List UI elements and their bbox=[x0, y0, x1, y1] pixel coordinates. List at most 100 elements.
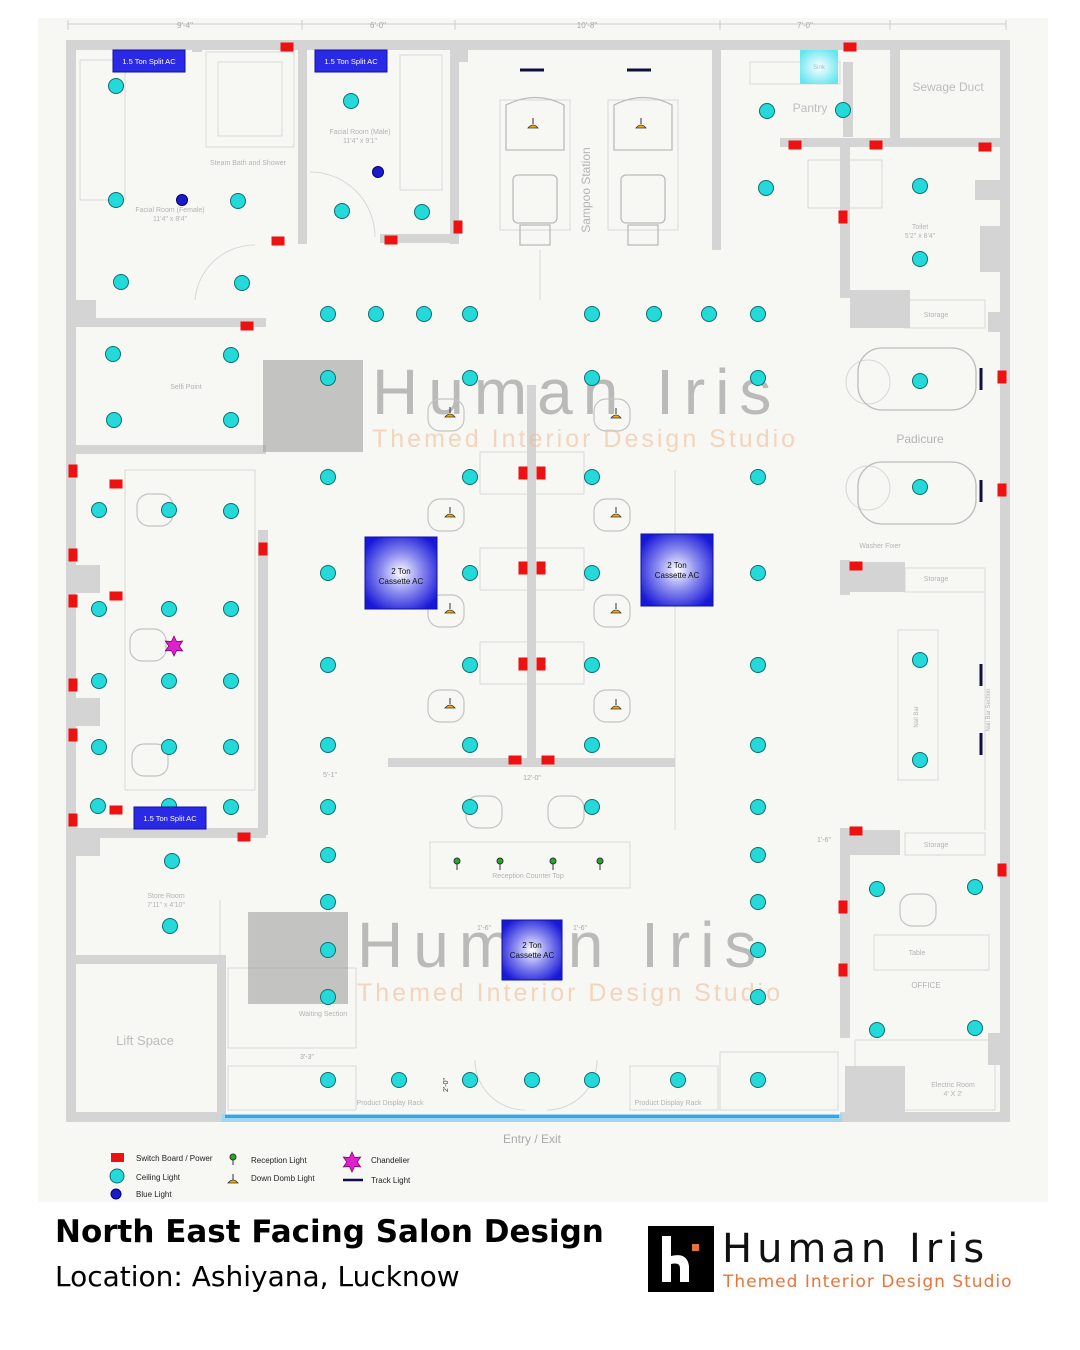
switch-board-swatch bbox=[111, 1153, 124, 1162]
door-swing bbox=[309, 171, 376, 238]
down-dome-light bbox=[635, 118, 647, 129]
watermark-tagline: Themed Interior Design Studio bbox=[372, 425, 798, 453]
blue-light-swatch bbox=[110, 1188, 122, 1200]
ceiling-light bbox=[320, 657, 336, 673]
switch-board bbox=[997, 370, 1007, 384]
chair bbox=[427, 594, 465, 628]
legend-label: Ceiling Light bbox=[136, 1173, 181, 1182]
ceiling-light bbox=[750, 847, 766, 863]
room-label: Storage bbox=[924, 842, 949, 849]
room-label: Storage bbox=[924, 576, 949, 583]
room-label: Washer Fixer bbox=[859, 543, 901, 550]
dim-text: 10'-8" bbox=[577, 21, 598, 30]
chair bbox=[427, 398, 465, 432]
ceiling-light bbox=[912, 373, 928, 389]
ceiling-light bbox=[161, 502, 177, 518]
ac-label: Cassette AC bbox=[379, 577, 424, 586]
ceiling-light bbox=[334, 203, 350, 219]
ceiling-light bbox=[230, 193, 246, 209]
reception-counter bbox=[429, 841, 631, 889]
switch-board bbox=[849, 826, 863, 836]
down-dome-light-swatch bbox=[227, 1179, 239, 1184]
split-ac: 1.5 Ton Split AC bbox=[112, 49, 186, 73]
ceiling-light bbox=[368, 306, 384, 322]
chair bbox=[427, 498, 465, 532]
ceiling-light bbox=[113, 274, 129, 290]
chair bbox=[547, 795, 585, 829]
legend: Switch Board / Power Ceiling Light Blue … bbox=[109, 1151, 411, 1200]
ceiling-light bbox=[462, 469, 478, 485]
blue-light bbox=[176, 194, 188, 206]
brand-tagline: Themed Interior Design Studio bbox=[723, 1272, 1013, 1292]
chair bbox=[899, 893, 937, 927]
ceiling-light bbox=[391, 1072, 407, 1088]
ceiling-light bbox=[584, 1072, 600, 1088]
sink-label: Sink bbox=[813, 65, 826, 71]
ac-label: 2 Ton bbox=[522, 941, 541, 950]
pedicure-chairs bbox=[857, 347, 977, 525]
ceiling-light bbox=[584, 370, 600, 386]
ceiling-light bbox=[320, 737, 336, 753]
ceiling-light bbox=[967, 879, 983, 895]
ceiling-light bbox=[750, 565, 766, 581]
room-label: 5'2" x 8'4" bbox=[905, 233, 936, 240]
ac-label: Cassette AC bbox=[510, 951, 555, 960]
footer-title: North East Facing Salon Design bbox=[55, 1214, 604, 1250]
room-label: Selfi Point bbox=[170, 384, 202, 391]
ceiling-light bbox=[750, 469, 766, 485]
room-label: Nail Bar Section bbox=[986, 688, 992, 731]
dim-text: 1'-6" bbox=[817, 837, 831, 844]
switch-board bbox=[68, 678, 78, 692]
ac-label: 2 Ton bbox=[391, 567, 410, 576]
nail-bar-table bbox=[897, 629, 939, 781]
ceiling-light bbox=[320, 989, 336, 1005]
room-label: Entry / Exit bbox=[503, 1132, 562, 1146]
switch-board bbox=[978, 142, 992, 152]
ceiling-light bbox=[161, 739, 177, 755]
ceiling-light bbox=[758, 180, 774, 196]
ceiling-light bbox=[105, 346, 121, 362]
ceiling-light bbox=[869, 1022, 885, 1038]
dim-text: 1'-6" bbox=[573, 925, 587, 932]
switch-board bbox=[788, 140, 802, 150]
ceiling-light bbox=[462, 306, 478, 322]
dim-text: 2'-0" bbox=[443, 1078, 450, 1092]
brand-logo-mark bbox=[648, 1226, 714, 1292]
dim-text: 5'-1" bbox=[323, 772, 337, 779]
ceiling-light bbox=[462, 370, 478, 386]
room-label: Product Display Rack bbox=[357, 1100, 424, 1107]
legend-label: Reception Light bbox=[251, 1156, 307, 1165]
room-label: Lift Space bbox=[116, 1033, 174, 1048]
ceiling-light-swatch bbox=[109, 1168, 125, 1184]
legend-label: Track Light bbox=[371, 1176, 411, 1185]
ceiling-light bbox=[164, 853, 180, 869]
ac-label: 2 Ton bbox=[667, 561, 686, 570]
down-dome-light bbox=[527, 118, 539, 129]
ceiling-light bbox=[584, 469, 600, 485]
ceiling-light bbox=[750, 306, 766, 322]
room-label: Electric Room bbox=[931, 1082, 975, 1089]
dim-text: 6'-0" bbox=[370, 21, 386, 30]
ceiling-light bbox=[750, 657, 766, 673]
reception-light-swatch bbox=[229, 1153, 237, 1161]
room-label: Reception Counter Top bbox=[492, 873, 564, 880]
chair bbox=[131, 743, 169, 777]
ceiling-light bbox=[462, 1072, 478, 1088]
down-dome-light bbox=[610, 507, 622, 518]
switch-board bbox=[536, 657, 546, 671]
split-ac: 1.5 Ton Split AC bbox=[133, 806, 207, 830]
ceiling-light bbox=[320, 1072, 336, 1088]
ceiling-light bbox=[320, 847, 336, 863]
ceiling-light bbox=[416, 306, 432, 322]
ceiling-light bbox=[462, 565, 478, 581]
ceiling-light bbox=[750, 737, 766, 753]
down-dome-light bbox=[610, 408, 622, 419]
shampoo-chairs bbox=[505, 96, 673, 246]
room-label: Sewage Duct bbox=[912, 80, 984, 94]
room-label: Pantry bbox=[793, 101, 828, 115]
switch-board bbox=[869, 140, 883, 150]
sink bbox=[800, 50, 838, 84]
switch-board bbox=[68, 728, 78, 742]
ceiling-light bbox=[462, 737, 478, 753]
room-label: 11'4" x 9'1" bbox=[343, 138, 377, 145]
